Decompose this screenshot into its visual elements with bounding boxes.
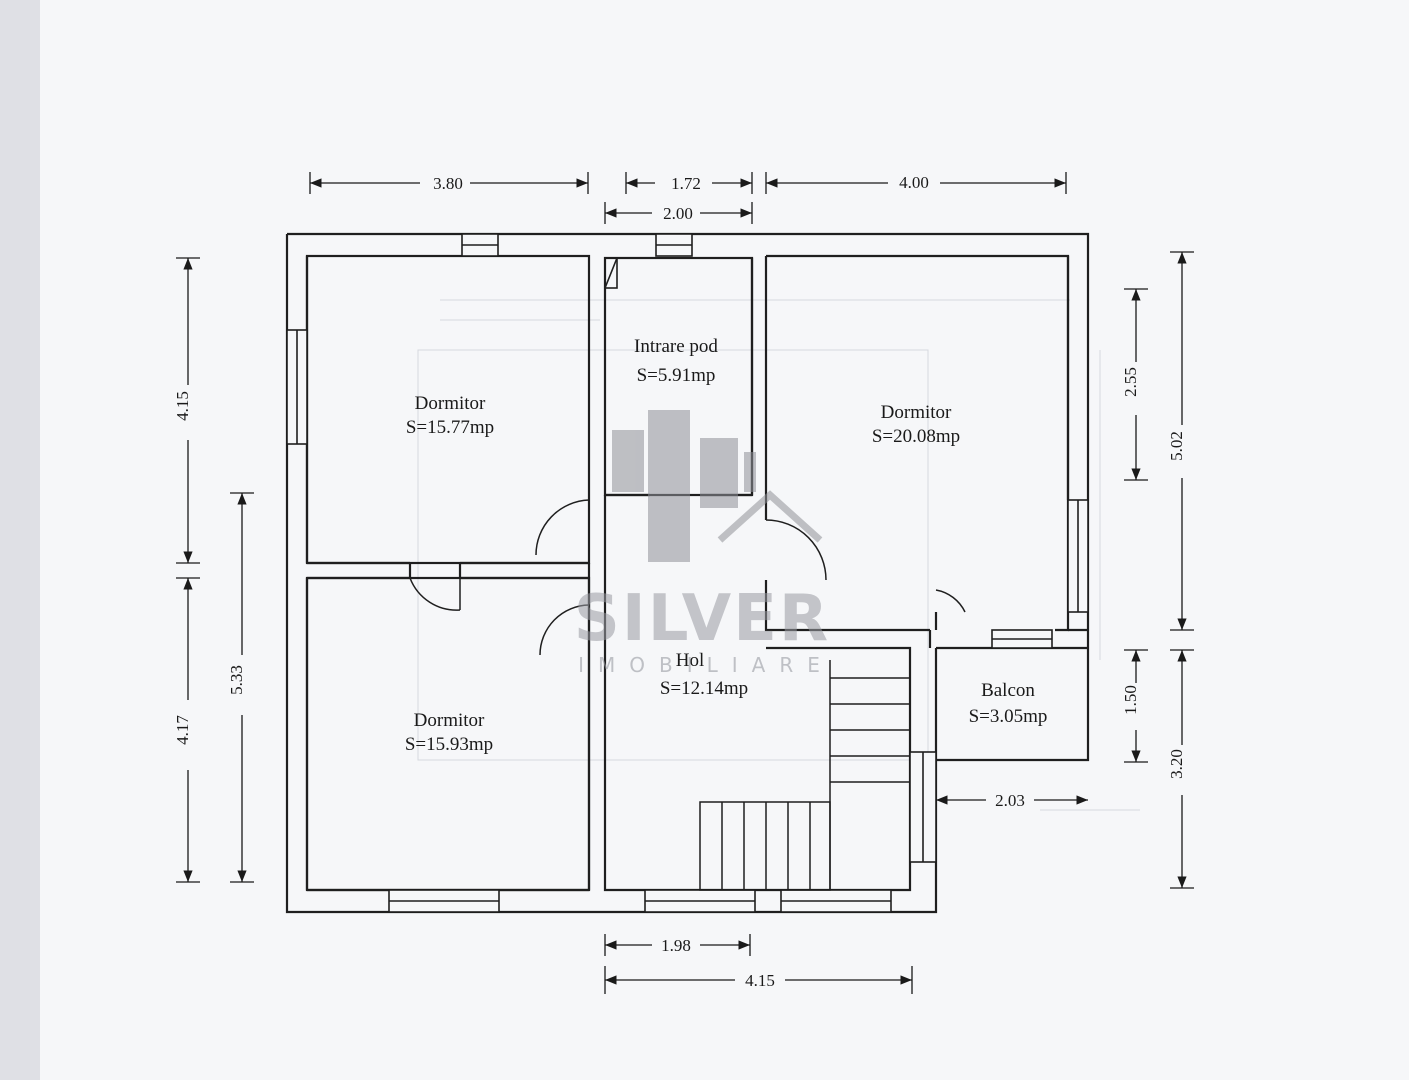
dim-balcony-width: 2.03 bbox=[995, 791, 1025, 810]
dim-left-lower: 4.17 bbox=[173, 715, 192, 745]
room-name-dormitor-3: Dormitor bbox=[881, 402, 952, 423]
dim-top-middle-lower: 2.00 bbox=[663, 204, 693, 223]
door-dormitor-2 bbox=[409, 577, 461, 611]
dim-bottom-inner: 1.98 bbox=[661, 936, 691, 955]
room-area-hol: S=12.14mp bbox=[660, 678, 748, 699]
door-hol bbox=[539, 604, 590, 656]
dimension-lines bbox=[176, 172, 1194, 994]
watermark-sub: IMOBILIARE bbox=[578, 653, 834, 677]
room-area-intrare-pod: S=5.91mp bbox=[637, 365, 716, 386]
dim-top-left: 3.80 bbox=[433, 174, 463, 193]
watermark-logo: SILVER IMOBILIARE bbox=[574, 410, 834, 677]
dim-top-right: 4.00 bbox=[899, 173, 929, 192]
room-name-dormitor-2: Dormitor bbox=[414, 710, 485, 731]
doors bbox=[409, 499, 966, 656]
building-icon bbox=[612, 410, 756, 562]
room-area-dormitor-3: S=20.08mp bbox=[872, 426, 960, 447]
watermark-brand: SILVER bbox=[574, 582, 830, 656]
dim-top-middle: 1.72 bbox=[671, 174, 701, 193]
door-balcon bbox=[935, 589, 966, 613]
dim-bottom-outer: 4.15 bbox=[745, 971, 775, 990]
dim-right-outer: 5.02 bbox=[1167, 431, 1186, 461]
dim-right-upper-inner: 2.55 bbox=[1121, 367, 1140, 397]
room-name-intrare-pod: Intrare pod bbox=[634, 336, 718, 357]
ghost-lines bbox=[417, 299, 1140, 811]
room-outline-hol bbox=[603, 495, 912, 892]
staircase bbox=[699, 660, 910, 891]
windows bbox=[286, 233, 1089, 913]
room-name-hol: Hol bbox=[676, 650, 705, 671]
house-roof-icon bbox=[717, 490, 823, 543]
dim-right-lower-inner: 1.50 bbox=[1121, 685, 1140, 715]
door-dormitor-3 bbox=[765, 519, 827, 581]
door-dormitor-1 bbox=[535, 499, 590, 556]
dim-right-lower-outer: 3.20 bbox=[1167, 749, 1186, 779]
room-name-balcon: Balcon bbox=[981, 680, 1035, 701]
room-area-dormitor-1: S=15.77mp bbox=[406, 417, 494, 438]
dim-left-inner: 5.33 bbox=[227, 665, 246, 695]
room-labels: Dormitor S=15.77mp Intrare pod S=5.91mp … bbox=[405, 336, 1048, 755]
room-area-dormitor-2: S=15.93mp bbox=[405, 734, 493, 755]
room-name-dormitor-1: Dormitor bbox=[415, 393, 486, 414]
dim-left-upper: 4.15 bbox=[173, 391, 192, 421]
room-area-balcon: S=3.05mp bbox=[969, 706, 1048, 727]
attic-hatch-symbol bbox=[604, 257, 618, 289]
